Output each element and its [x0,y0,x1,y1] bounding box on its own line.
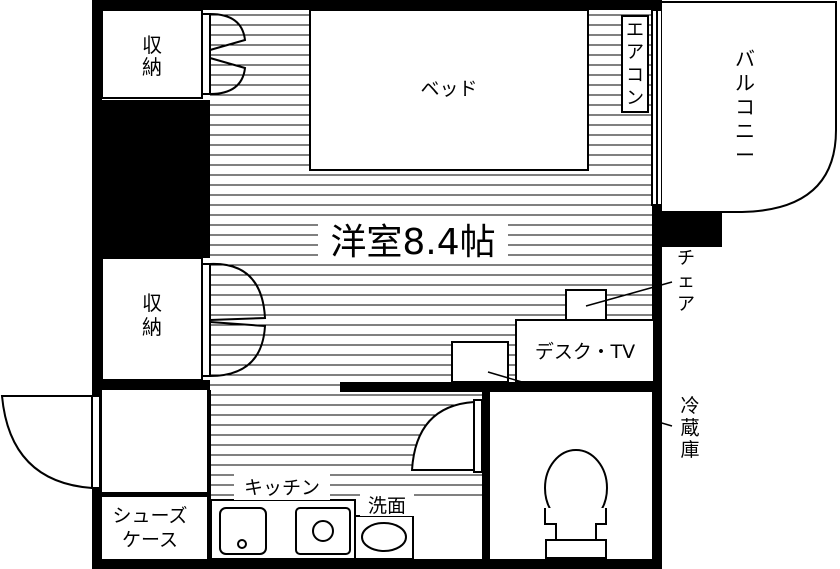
kitchen-label: キッチン [244,477,320,499]
washroom-label-bg [360,492,414,516]
chair-leader [585,281,673,307]
kitchen-label-bg [234,474,330,500]
chair-label-2: ェ [677,271,695,292]
washbasin-icon [361,522,407,552]
aircon-label-4: ン [626,88,644,109]
fridge-label-3: 庫 [680,439,699,461]
storage-mid [101,257,203,381]
balcony-window[interactable] [651,9,663,206]
shoe-case-label-2: ケース [122,529,178,551]
balcony [662,1,837,213]
entrance-door[interactable] [0,395,101,490]
balcony-label-5: ー [735,143,755,167]
room-label: 洋室8.4帖 [330,222,495,263]
room-label-bg [318,218,508,262]
balcony-label-4: ニ [735,119,755,143]
toilet-icon [544,449,608,559]
balcony-label-3: コ [735,95,755,119]
fridge-label-1: 冷 [680,395,699,417]
balcony-label-1: バ [735,47,755,71]
aircon-label-1: エ [626,20,644,41]
storage-top-door[interactable] [201,13,247,95]
bed [309,9,589,171]
storage-top-label-2: 納 [142,55,162,79]
shoe-case [102,497,207,559]
storage-top [101,9,203,99]
chair [565,289,607,321]
sink-icon [219,507,267,555]
fridge-label-2: 蔵 [680,417,699,439]
aircon [621,15,649,113]
chair-label-3: ア [677,294,695,315]
storage-mid-label-1: 収 [142,291,162,315]
walls [92,0,722,569]
storage-mid-label-2: 納 [142,315,162,339]
aircon-label-2: ア [626,42,644,63]
bed-label: ベッド [420,78,477,100]
desk-label: デスク・TV [535,341,635,363]
aircon-label-3: コ [626,65,644,86]
bathroom-door[interactable] [410,399,483,473]
washroom-label: 洗面 [368,495,406,517]
shoe-case-label-1: シューズ [112,505,187,527]
stove-icon [295,507,351,555]
storage-top-label-1: 収 [142,33,162,57]
storage-mid-door[interactable] [201,262,267,377]
chair-label-1: チ [677,248,695,269]
balcony-label-2: ル [735,71,755,95]
desk [515,319,655,383]
